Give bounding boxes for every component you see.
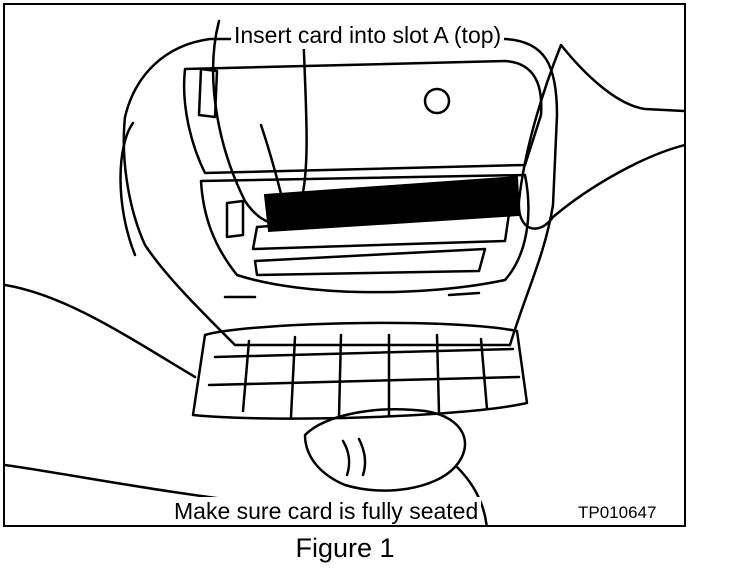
supporting-hand <box>5 283 467 507</box>
device-body-outline <box>122 37 559 347</box>
card-insertion-illustration <box>5 19 684 525</box>
memory-card <box>263 175 521 233</box>
side-strap <box>119 121 137 257</box>
right-hand <box>517 43 684 230</box>
figure-frame: Insert card into slot A (top) Make sure … <box>3 3 686 527</box>
slot-housing <box>199 173 530 294</box>
instruction-insert-card: Insert card into slot A (top) <box>231 21 505 49</box>
card-cover-door <box>191 321 529 420</box>
device-top-panel <box>182 59 543 175</box>
device-knob <box>423 87 451 115</box>
door-grille-bottom <box>207 375 521 387</box>
figure-caption: Figure 1 <box>295 533 395 563</box>
part-code: TP010647 <box>576 503 659 523</box>
door-grille-top <box>213 347 515 359</box>
slot-b-outline <box>253 247 487 277</box>
instruction-card-seated: Make sure card is fully seated <box>171 497 482 525</box>
